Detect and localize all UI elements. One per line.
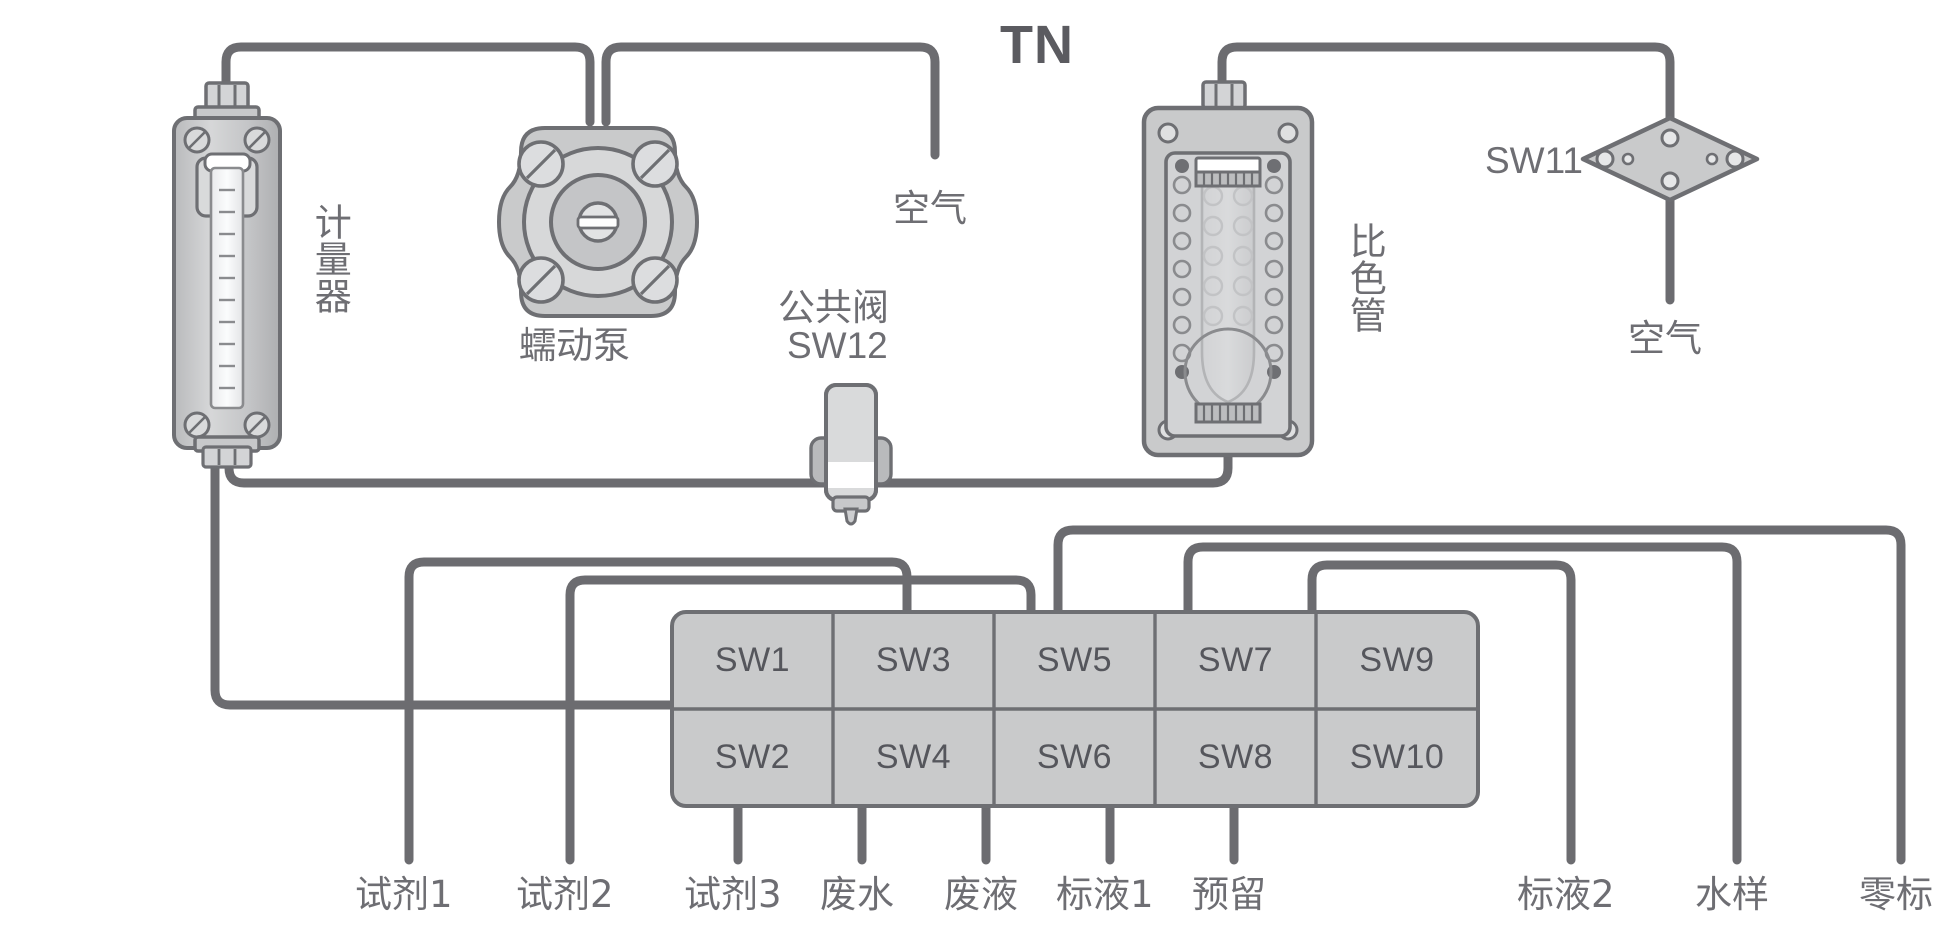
peristaltic-pump-icon[interactable]	[496, 126, 700, 318]
tube-port-reagent1	[404, 557, 912, 865]
port-label-reserved: 预留	[1192, 873, 1266, 916]
valve-cell-sw6[interactable]: SW6	[1036, 738, 1113, 776]
tube-loop-sw7	[1183, 542, 1742, 865]
air-port-left-label: 空气	[893, 187, 967, 230]
tube-port-reagent2	[565, 575, 1036, 865]
colorimetric-tube-label: 比色管	[1343, 222, 1387, 333]
diagram-title: TN	[1000, 15, 1074, 75]
sw11-valve-label: SW11	[1485, 140, 1584, 181]
valve-cell-sw1[interactable]: SW1	[714, 641, 791, 679]
port-label-reagent2: 试剂2	[516, 873, 614, 916]
air-port-right-label: 空气	[1628, 317, 1702, 360]
valve-cell-sw7[interactable]: SW7	[1197, 641, 1274, 679]
port-label-wastewater: 废水	[820, 873, 894, 916]
tube-loop-sw5	[1053, 525, 1906, 865]
tube-meter-to-pump	[221, 42, 595, 127]
port-label-waste: 废液	[944, 873, 1018, 916]
valve-cell-sw3[interactable]: SW3	[875, 641, 952, 679]
port-label-reagent1: 试剂1	[355, 873, 453, 916]
valve-cell-sw10[interactable]: SW10	[1349, 738, 1445, 776]
port-label-watersample: 水样	[1695, 873, 1769, 916]
port-label-standard2: 标液2	[1517, 873, 1615, 916]
valve-cell-sw4[interactable]: SW4	[875, 738, 952, 776]
tube-colorimeter-to-sw11	[1217, 42, 1675, 129]
sw11-valve-icon[interactable]	[1580, 115, 1760, 203]
valve-cell-sw5[interactable]: SW5	[1036, 641, 1113, 679]
valve-matrix-body[interactable]	[670, 610, 1480, 808]
common-valve-sublabel: SW12	[787, 325, 888, 366]
tube-pump-to-air-left	[601, 42, 940, 160]
common-valve-icon[interactable]	[809, 383, 893, 526]
port-label-reagent3: 试剂3	[684, 873, 782, 916]
valve-cell-sw9[interactable]: SW9	[1359, 641, 1435, 679]
tube-meter-to-valve-matrix	[210, 455, 677, 710]
metering-device-label: 计量器	[308, 203, 352, 314]
tube-loop-sw9	[1307, 560, 1576, 865]
port-label-zerostandard: 零标	[1859, 873, 1933, 916]
common-valve-label: 公共阀	[778, 286, 889, 329]
valve-cell-sw8[interactable]: SW8	[1197, 738, 1274, 776]
valve-cell-sw2[interactable]: SW2	[714, 738, 791, 776]
tube-common-valve-to-colorimeter	[872, 450, 1233, 488]
colorimetric-tube-icon[interactable]	[1141, 80, 1315, 458]
port-label-standard1: 标液1	[1056, 873, 1154, 916]
peristaltic-pump-label: 蠕动泵	[519, 324, 630, 367]
metering-device-icon[interactable]	[172, 81, 282, 469]
